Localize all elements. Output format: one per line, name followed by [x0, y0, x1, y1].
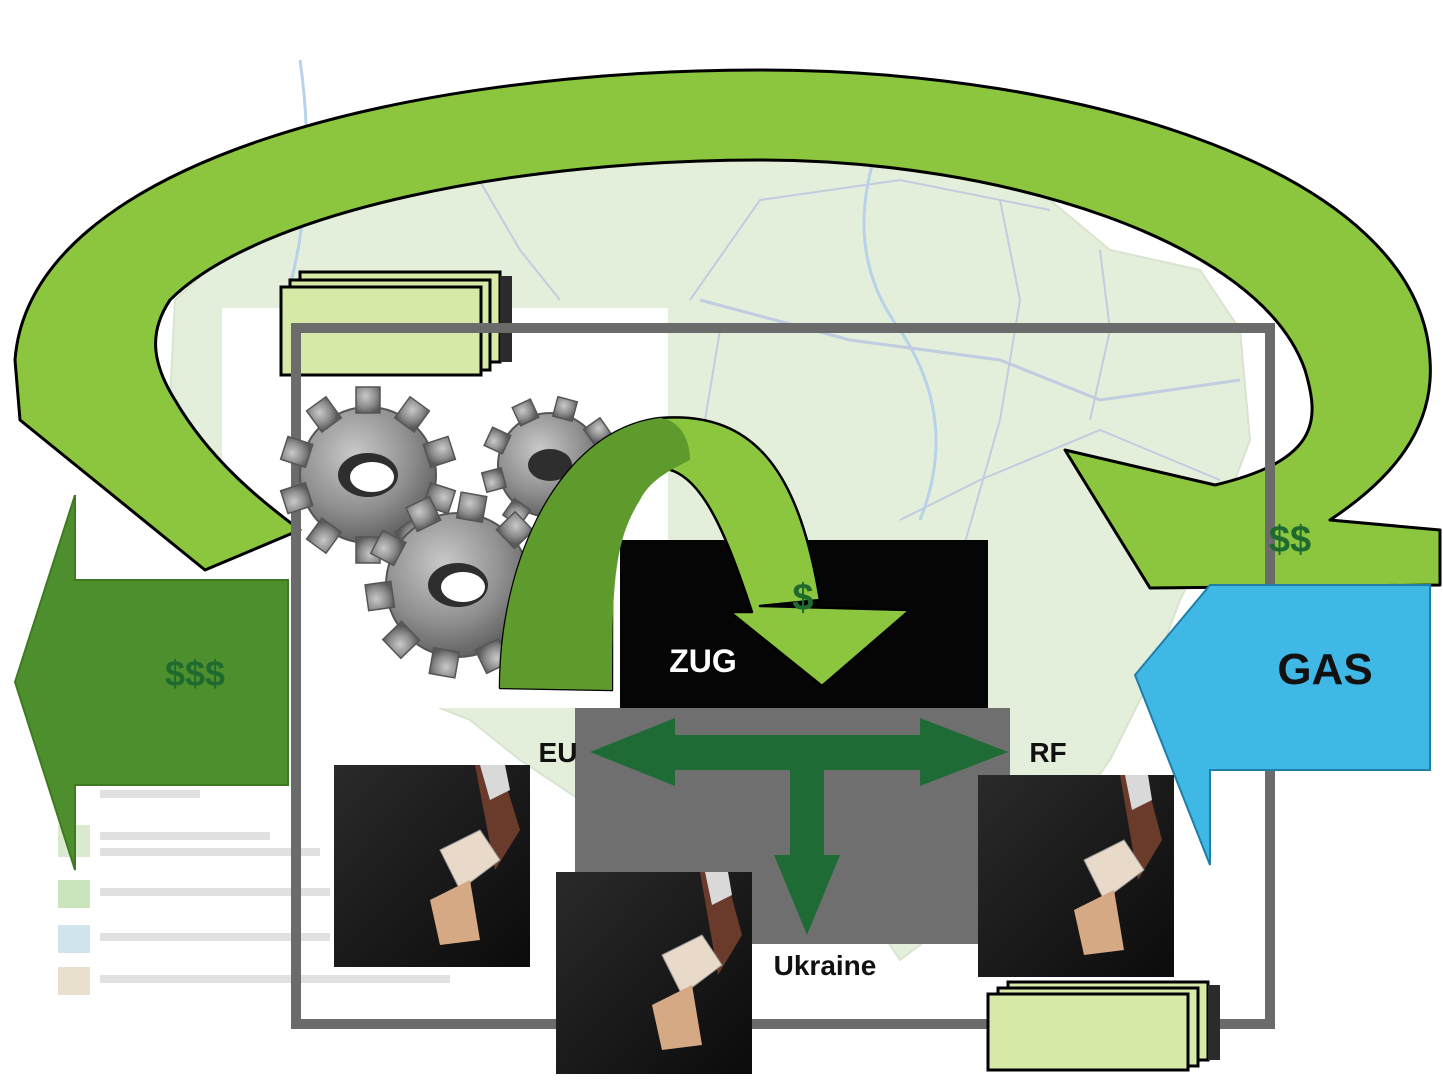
card-player-image	[334, 765, 530, 967]
money-large-label: $$$	[165, 653, 225, 694]
card-player-image	[556, 872, 752, 1074]
map-pipeline	[899, 428, 1221, 521]
map-pipeline	[689, 178, 1051, 301]
map-legend-line	[100, 975, 450, 983]
map-legend-swatch	[58, 925, 90, 953]
money-inflow-arrow-shade	[500, 418, 690, 690]
ukraine-label: Ukraine	[774, 950, 877, 981]
map-legend-line	[100, 933, 330, 941]
money-medium-label: $$	[1269, 519, 1311, 561]
rf-label: RF	[1029, 737, 1066, 768]
map-legend-line	[100, 790, 200, 798]
document-stack-bottom	[986, 980, 1220, 1072]
map-legend-line	[100, 848, 320, 856]
gas-arrow	[1133, 584, 1431, 866]
map-legend-swatch	[58, 880, 90, 908]
money-outflow-arrow	[13, 494, 289, 871]
cycle-arrow	[13, 68, 1442, 590]
document-stack-top	[279, 270, 512, 377]
map-legend-line	[100, 832, 270, 840]
card-player-image	[978, 775, 1174, 977]
gas-label: GAS	[1277, 645, 1372, 694]
distribution-arrows	[590, 718, 1008, 935]
map-legend-line	[100, 888, 330, 896]
money-small-label: $	[792, 577, 813, 619]
eu-label: EU	[539, 737, 578, 768]
zug-label: ZUG	[669, 643, 737, 679]
map-legend-swatch	[58, 967, 90, 995]
